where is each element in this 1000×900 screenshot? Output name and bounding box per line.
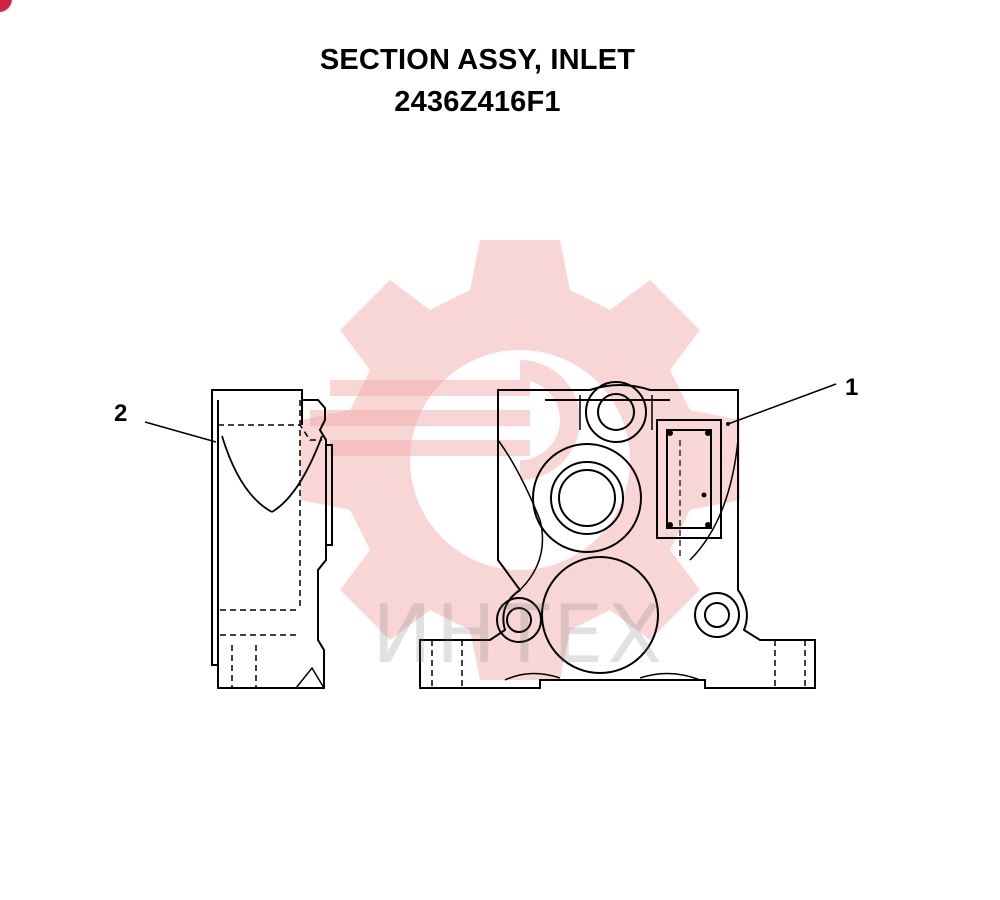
watermark-text: ИНТЕХ bbox=[372, 588, 667, 681]
leader-dot-1 bbox=[726, 422, 730, 426]
part-number: 2436Z416F1 bbox=[394, 86, 561, 118]
leader-line-2 bbox=[144, 421, 217, 443]
part-1-front-view bbox=[419, 381, 816, 689]
callout-2: 2 bbox=[114, 400, 128, 427]
diagram-title: SECTION ASSY, INLET bbox=[319, 44, 636, 76]
part-2-side-view bbox=[211, 389, 333, 689]
gear-logo-icon bbox=[300, 240, 740, 680]
leader-line-1 bbox=[727, 383, 837, 425]
callout-1: 1 bbox=[845, 374, 859, 401]
